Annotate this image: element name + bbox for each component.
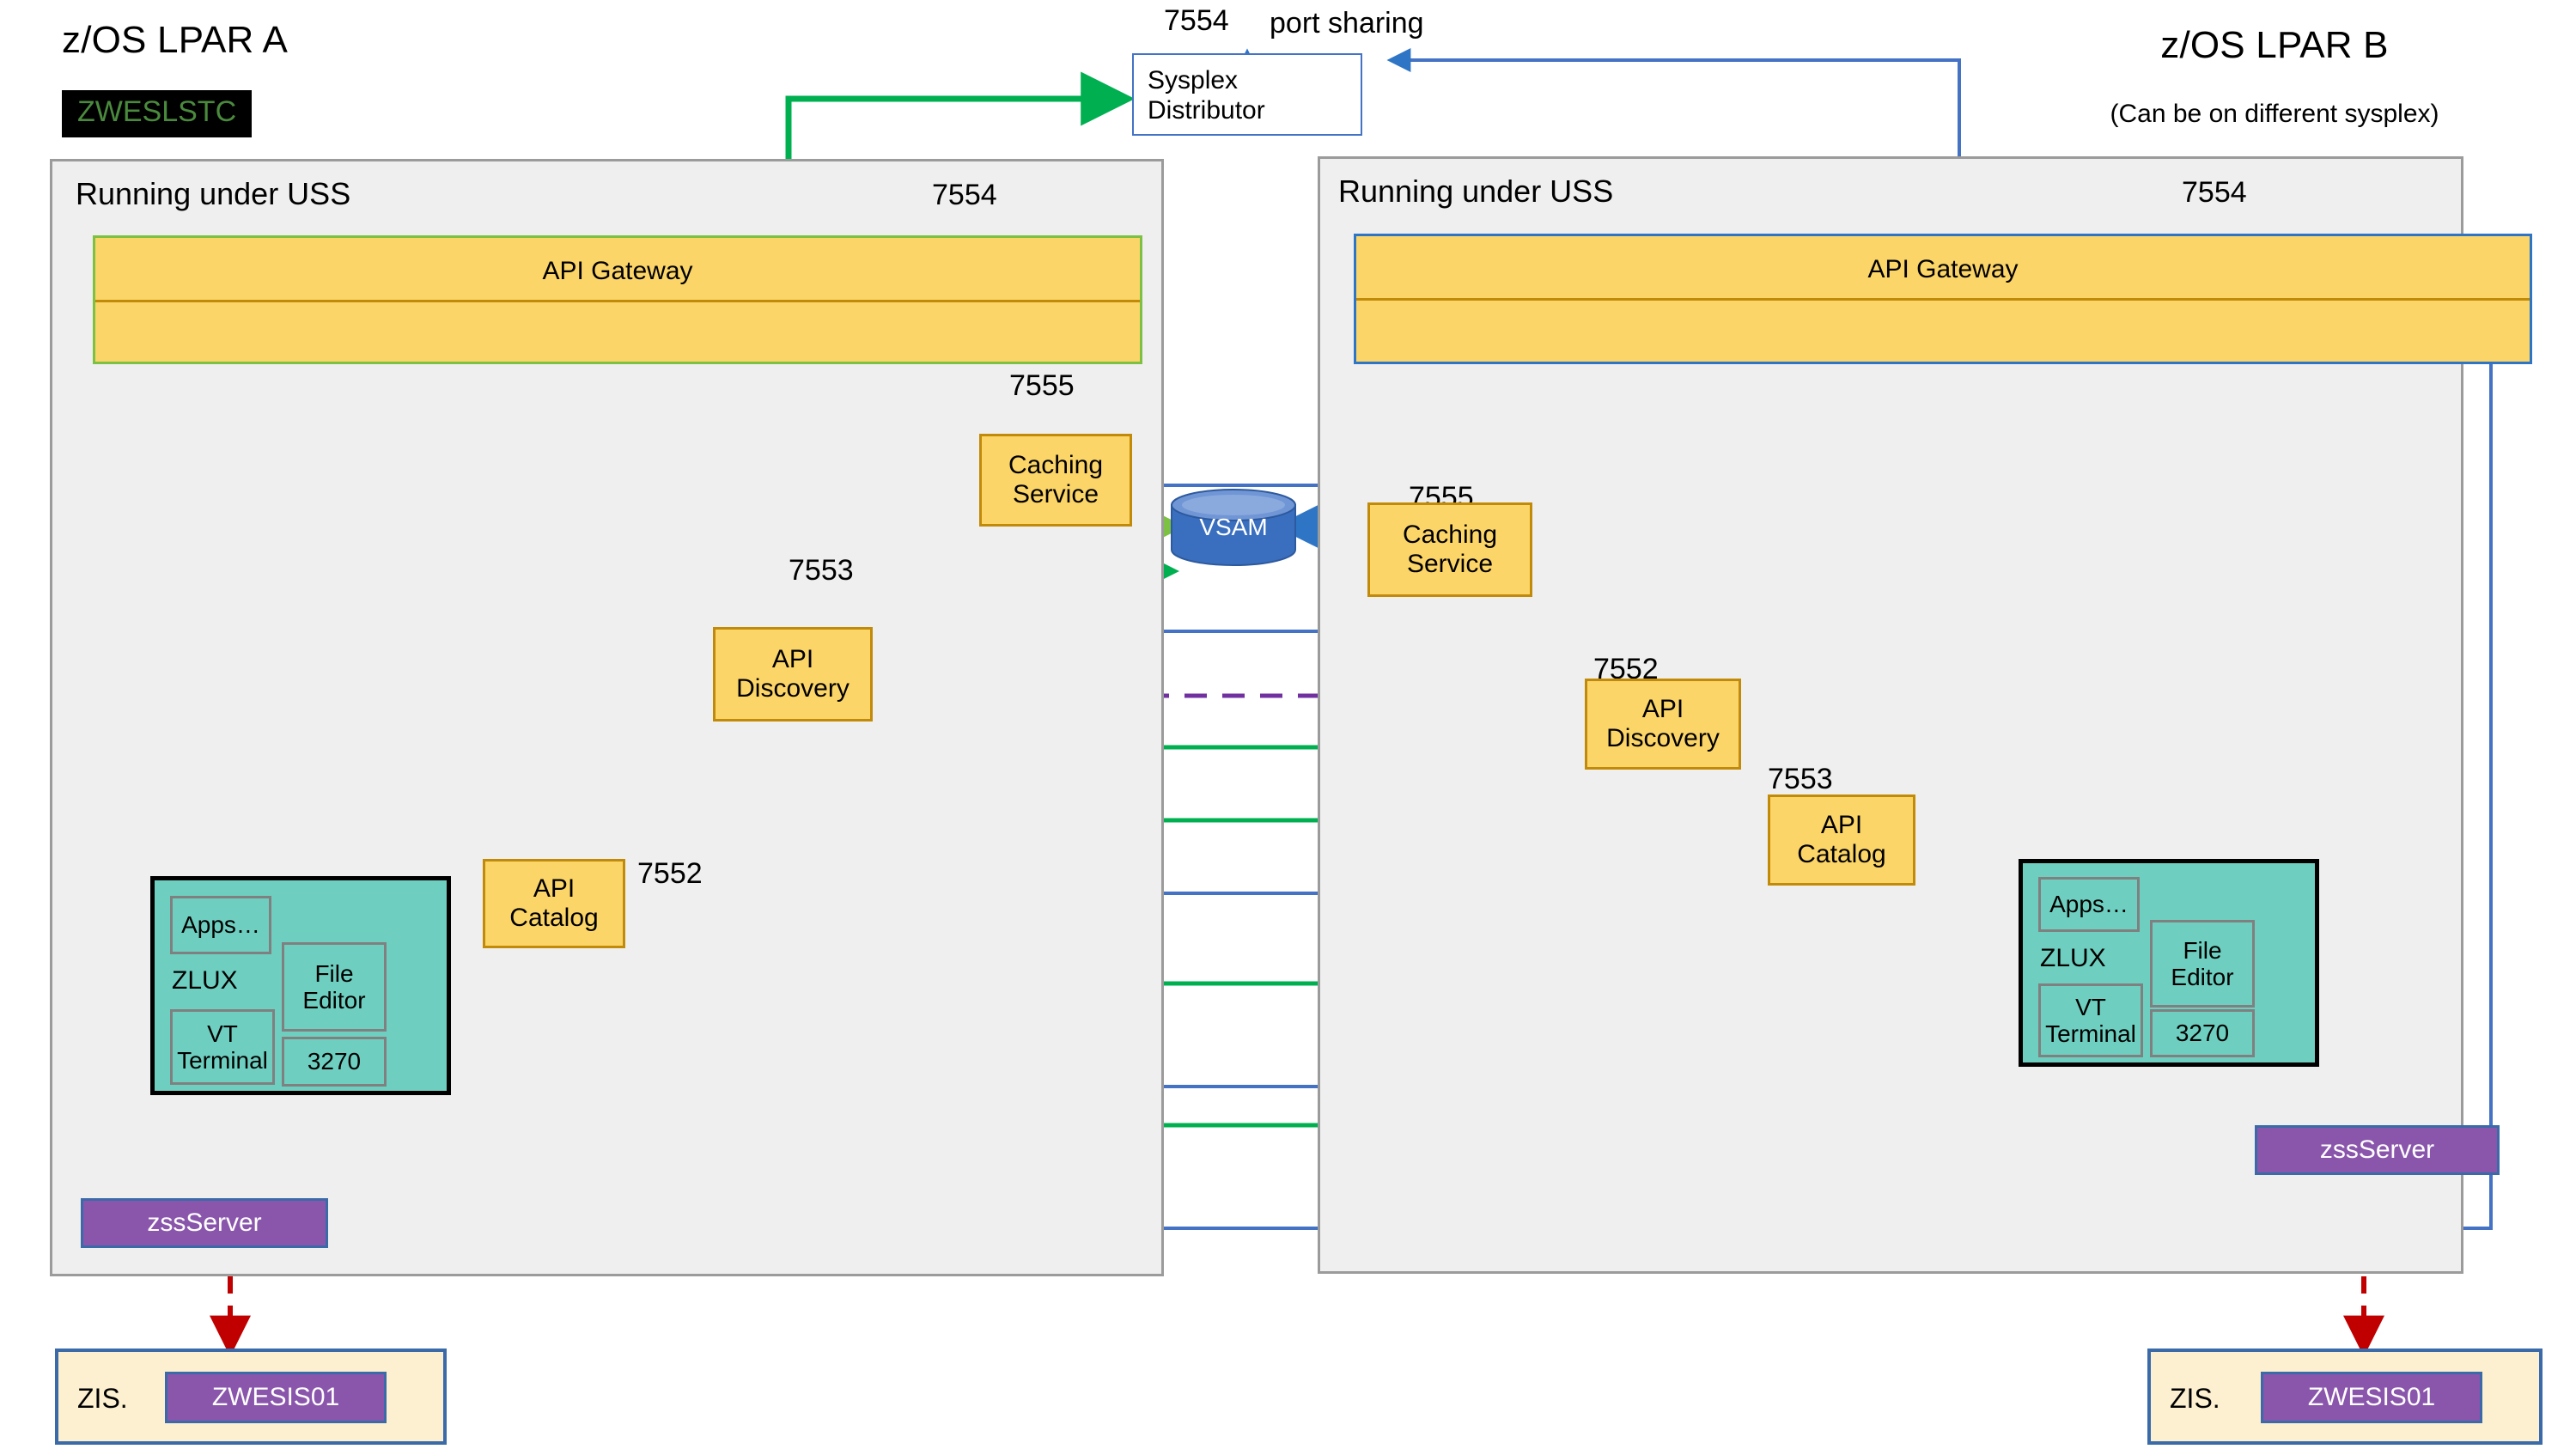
catalog-a-line2: Catalog: [509, 904, 599, 932]
zis-b-label: ZIS.: [2170, 1383, 2220, 1414]
port-sharing-label: port sharing: [1270, 7, 1424, 40]
catalog-b-line2: Catalog: [1797, 840, 1886, 868]
api-catalog-a[interactable]: API Catalog: [483, 859, 625, 948]
api-gateway-b-label: API Gateway: [1867, 255, 2019, 283]
discovery-b-line1: API: [1641, 695, 1684, 724]
discovery-a-line2: Discovery: [736, 674, 850, 703]
sysplex-port-label: 7554: [1164, 4, 1229, 37]
zis-b-box: ZIS. ZWESIS01: [2147, 1349, 2543, 1445]
lpar-b-note: (Can be on different sysplex): [2110, 100, 2439, 128]
zweslstc-badge: ZWESLSTC: [62, 90, 253, 137]
api-gateway-a-divider: [95, 300, 1140, 302]
api-catalog-b[interactable]: API Catalog: [1768, 795, 1915, 886]
zlux-a-apps[interactable]: Apps…: [170, 896, 271, 954]
api-gateway-b-divider: [1356, 298, 2530, 301]
catalog-b-line1: API: [1820, 811, 1863, 840]
zlux-a-vt-line1: VT: [207, 1020, 238, 1047]
catalog-a-port: 7552: [637, 857, 703, 890]
zlux-a-vt-terminal[interactable]: VT Terminal: [170, 1009, 275, 1085]
lpar-b-panel-label: Running under USS: [1338, 174, 1614, 209]
caching-a-line1: Caching: [1008, 451, 1104, 480]
zlux-a-container[interactable]: Apps… ZLUX File Editor VT Terminal 3270: [150, 876, 451, 1095]
api-discovery-b[interactable]: API Discovery: [1585, 679, 1741, 770]
lpar-a-gateway-port: 7554: [932, 179, 997, 211]
api-gateway-a-label: API Gateway: [542, 257, 693, 285]
zlux-b-file-editor-line1: File: [2183, 936, 2222, 964]
discovery-a-port: 7553: [789, 554, 854, 587]
catalog-a-line1: API: [533, 874, 575, 904]
zis-a-box: ZIS. ZWESIS01: [55, 1349, 447, 1445]
caching-service-a[interactable]: Caching Service: [979, 434, 1132, 527]
zlux-b-vt-terminal[interactable]: VT Terminal: [2038, 983, 2143, 1057]
sysplex-distributor-box[interactable]: Sysplex Distributor: [1132, 53, 1362, 136]
lpar-a-panel-label: Running under USS: [76, 176, 351, 211]
zlux-a-3270[interactable]: 3270: [282, 1037, 387, 1087]
caching-a-line2: Service: [1012, 480, 1099, 508]
api-discovery-a[interactable]: API Discovery: [713, 627, 873, 721]
zlux-b-file-editor[interactable]: File Editor: [2150, 920, 2255, 1008]
sysplex-line-1: Sysplex: [1148, 66, 1239, 94]
caching-b-line1: Caching: [1402, 521, 1498, 550]
zwesis01-a[interactable]: ZWESIS01: [165, 1372, 387, 1423]
sysplex-line-2: Distributor: [1148, 96, 1265, 125]
zlux-b-vt-line1: VT: [2075, 993, 2106, 1020]
zlux-b-vt-line2: Terminal: [2045, 1020, 2136, 1047]
zlux-a-name: ZLUX: [172, 966, 238, 995]
lpar-b-gateway-port: 7554: [2182, 176, 2247, 209]
zlux-b-3270[interactable]: 3270: [2150, 1009, 2255, 1057]
api-gateway-b[interactable]: API Gateway: [1354, 234, 2532, 364]
zss-server-a[interactable]: zssServer: [81, 1198, 328, 1248]
zis-a-label: ZIS.: [77, 1383, 128, 1414]
zlux-b-file-editor-line2: Editor: [2171, 964, 2234, 990]
catalog-b-port: 7553: [1768, 763, 1833, 795]
caching-b-line2: Service: [1406, 550, 1494, 578]
api-gateway-a[interactable]: API Gateway: [93, 235, 1142, 364]
zlux-a-file-editor-line1: File: [314, 959, 354, 987]
zlux-a-file-editor[interactable]: File Editor: [282, 942, 387, 1032]
zlux-b-apps[interactable]: Apps…: [2038, 877, 2140, 932]
vsam-label: VSAM: [1199, 514, 1268, 540]
lpar-a-title: z/OS LPAR A: [62, 19, 289, 61]
zlux-b-container[interactable]: Apps… ZLUX File Editor VT Terminal 3270: [2019, 859, 2319, 1067]
lpar-b-title: z/OS LPAR B: [2160, 24, 2389, 66]
caching-a-port: 7555: [1009, 369, 1075, 402]
caching-service-b[interactable]: Caching Service: [1367, 502, 1532, 597]
vsam-datastore[interactable]: VSAM: [1170, 488, 1297, 567]
zlux-a-file-editor-line2: Editor: [302, 987, 366, 1014]
discovery-b-line2: Discovery: [1606, 724, 1720, 752]
gateway-b-to-sysplex-line: [1386, 48, 1961, 112]
zss-server-b[interactable]: zssServer: [2255, 1125, 2500, 1175]
zlux-b-name: ZLUX: [2040, 944, 2106, 972]
zwesis01-b[interactable]: ZWESIS01: [2261, 1372, 2482, 1423]
zlux-a-vt-line2: Terminal: [177, 1047, 268, 1074]
discovery-a-line1: API: [771, 645, 814, 674]
